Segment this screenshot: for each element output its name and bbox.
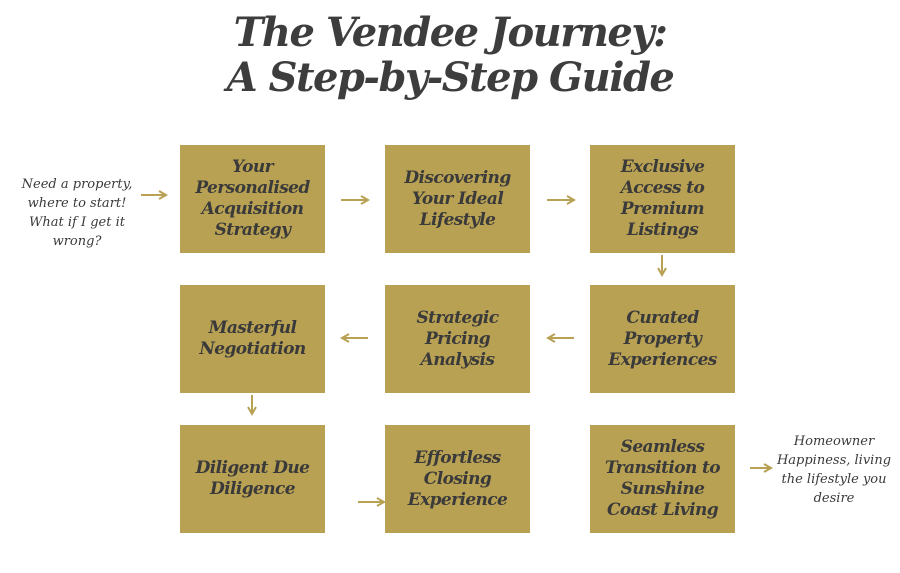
step-box-4: Curated Property Experiences xyxy=(590,285,735,393)
end-note: Homeowner Happiness, living the lifestyl… xyxy=(776,434,892,506)
step-box-7: Diligent Due Diligence xyxy=(180,425,325,533)
step-label-2: Discovering Your Ideal Lifestyle xyxy=(404,167,511,230)
title-line-1: The Vendee Journey: xyxy=(233,9,668,56)
page-title: The Vendee Journey: A Step-by-Step Guide xyxy=(0,10,900,100)
step-box-9: Seamless Transition to Sunshine Coast Li… xyxy=(590,425,735,533)
step-label-4: Curated Property Experiences xyxy=(608,307,717,370)
step-label-5: Strategic Pricing Analysis xyxy=(416,307,499,370)
step-box-6: Masterful Negotiation xyxy=(180,285,325,393)
start-note: Need a property, where to start! What if… xyxy=(21,177,133,249)
step-box-2: Discovering Your Ideal Lifestyle xyxy=(385,145,530,253)
step-label-9: Seamless Transition to Sunshine Coast Li… xyxy=(604,437,721,520)
step-box-1: Your Personalised Acquisition Strategy xyxy=(180,145,325,253)
step-label-3: Exclusive Access to Premium Listings xyxy=(620,157,705,240)
step-label-8: Effortless Closing Experience xyxy=(407,447,508,510)
step-box-8: Effortless Closing Experience xyxy=(385,425,530,533)
step-label-7: Diligent Due Diligence xyxy=(195,458,310,499)
step-box-3: Exclusive Access to Premium Listings xyxy=(590,145,735,253)
step-label-1: Your Personalised Acquisition Strategy xyxy=(195,157,310,240)
title-line-2: A Step-by-Step Guide xyxy=(226,54,675,101)
step-label-6: Masterful Negotiation xyxy=(199,318,306,359)
step-box-5: Strategic Pricing Analysis xyxy=(385,285,530,393)
